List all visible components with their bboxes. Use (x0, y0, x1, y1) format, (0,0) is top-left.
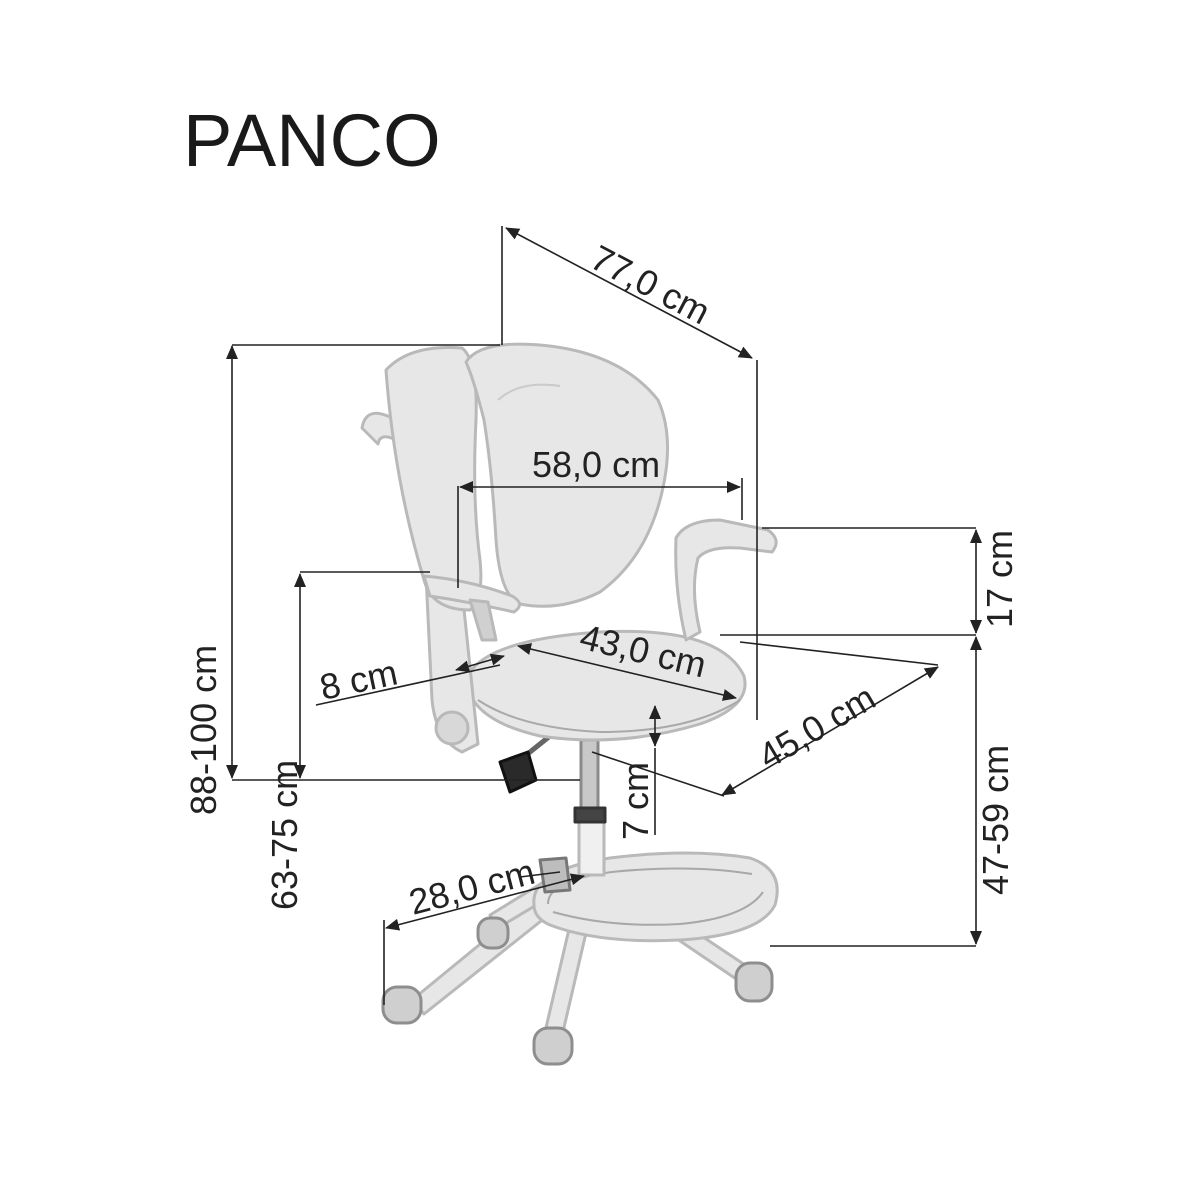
chair-armrest-left (422, 574, 521, 642)
chair-backrest-left (384, 346, 483, 612)
dimension-arrow-icon (721, 666, 939, 796)
label-seat-width: 45,0 cm (751, 676, 882, 776)
label-seat-thickness: 7 cm (615, 762, 656, 840)
extension-line (739, 641, 939, 666)
label-armrest-height: 17 cm (979, 530, 1020, 628)
dimension-arrow-icon (385, 873, 585, 931)
label-seat-height: 47-59 cm (975, 745, 1016, 895)
label-seat-adjust: 8 cm (316, 652, 401, 708)
label-depth-diagonal: 77,0 cm (584, 237, 716, 333)
chair-illustration (360, 342, 779, 1066)
label-total-height: 88-100 cm (183, 645, 224, 815)
chair-armrest-right (674, 518, 778, 642)
chair-casters (381, 916, 774, 1066)
chair-footrest (532, 851, 779, 943)
product-title: PANCO (183, 99, 441, 182)
extension-line (591, 751, 725, 797)
dimension-lines (226, 226, 982, 1005)
dimension-arrow-icon (517, 643, 737, 701)
label-armrest-floor-height: 63-75 cm (264, 760, 305, 910)
chair-back-frame (360, 411, 480, 754)
dimension-arrow-icon (505, 227, 753, 359)
label-width: 58,0 cm (532, 444, 660, 485)
dimension-arrow-icon (455, 653, 505, 673)
chair-gas-cylinder (573, 738, 607, 877)
